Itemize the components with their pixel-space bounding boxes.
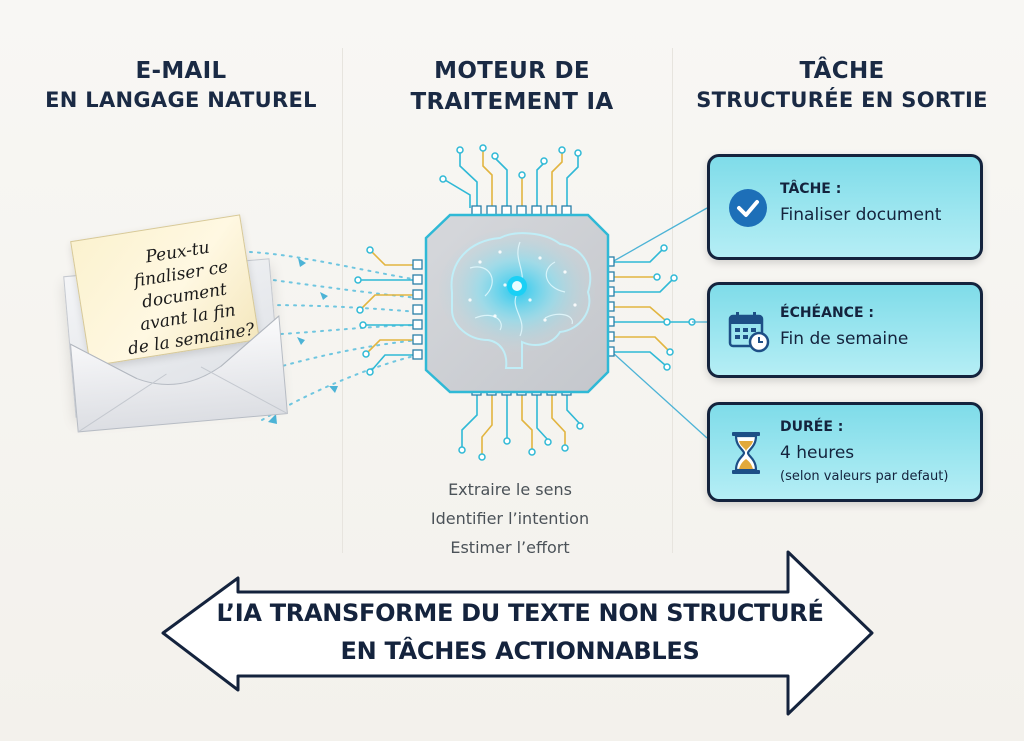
column-divider-left <box>342 48 343 553</box>
brain-chip-icon <box>439 228 595 369</box>
task-card-value: Finaliser document <box>780 205 942 225</box>
engine-steps: Extraire le sens Identifier l’intention … <box>380 475 640 562</box>
deadline-card-value: Fin de semaine <box>780 329 909 349</box>
input-column-title: E-MAIL EN LANGAGE NATUREL <box>22 56 340 115</box>
engine-title-line2: TRAITEMENT IA <box>410 88 614 115</box>
left-circuit-traces <box>360 251 418 371</box>
output-title-line2: STRUCTURÉE EN SORTIE <box>696 87 988 112</box>
bottom-circuit-traces <box>461 392 581 455</box>
right-trace-nodes <box>653 244 696 371</box>
deadline-card: ÉCHÉANCE : Fin de semaine <box>707 282 983 378</box>
top-circuit-traces <box>444 150 579 208</box>
engine-step-2: Identifier l’intention <box>430 509 590 528</box>
flow-arrowheads <box>268 258 338 424</box>
calendar-clock-icon <box>728 312 770 353</box>
email-envelope: Peux-tu finaliser ce document avant la f… <box>55 205 295 455</box>
right-circuit-traces <box>612 249 690 366</box>
engine-step-1: Extraire le sens <box>448 480 572 499</box>
duration-card: DURÉE : 4 heures (selon valeurs par defa… <box>707 402 983 502</box>
engine-title-line1: MOTEUR DE <box>434 58 590 84</box>
engine-step-3: Estimer l’effort <box>450 538 570 557</box>
output-title-line1: TÂCHE <box>799 58 885 84</box>
envelope-front <box>69 314 288 433</box>
output-column-title: TÂCHE STRUCTURÉE EN SORTIE <box>682 56 1002 115</box>
input-title-line1: E-MAIL <box>135 58 227 84</box>
engine-to-cards-connectors <box>611 207 708 439</box>
engine-column-title: MOTEUR DE TRAITEMENT IA <box>352 56 672 117</box>
task-card-label: TÂCHE : <box>780 181 842 197</box>
summary-banner: L’IA TRANSFORME DU TEXTE NON STRUCTURÉ E… <box>210 594 830 670</box>
hourglass-icon <box>732 432 760 474</box>
top-trace-nodes <box>439 144 582 183</box>
duration-card-label: DURÉE : <box>780 419 844 435</box>
input-title-line2: EN LANGAGE NATUREL <box>45 87 317 112</box>
deadline-card-label: ÉCHÉANCE : <box>780 305 874 321</box>
banner-line-2: EN TÂCHES ACTIONNABLES <box>340 637 700 665</box>
column-divider-right <box>672 48 673 553</box>
duration-card-note: (selon valeurs par defaut) <box>780 469 949 484</box>
left-trace-nodes <box>354 246 374 376</box>
banner-line-1: L’IA TRANSFORME DU TEXTE NON STRUCTURÉ <box>216 599 824 627</box>
duration-card-value: 4 heures <box>780 443 855 463</box>
task-card: TÂCHE : Finaliser document <box>707 154 983 260</box>
checkmark-circle-icon <box>729 189 767 227</box>
bottom-trace-nodes <box>458 422 584 461</box>
